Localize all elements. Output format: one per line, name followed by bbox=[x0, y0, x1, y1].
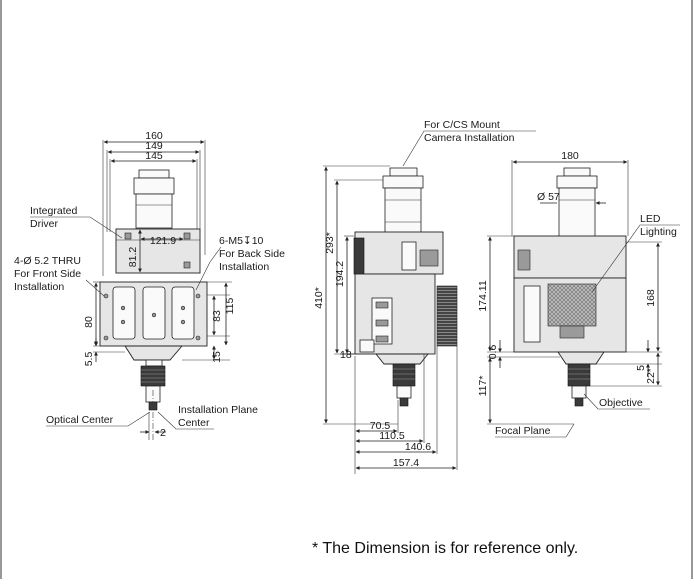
dim-293: 293* bbox=[324, 232, 336, 254]
dim-0-6: 0.6 bbox=[487, 345, 499, 360]
side-view: For C/CS Mount Camera Installation bbox=[313, 119, 536, 474]
dim-168: 168 bbox=[645, 289, 657, 307]
dim-2: 2 bbox=[160, 427, 166, 439]
label-front-installation: Installation bbox=[14, 281, 64, 293]
dim-410: 410* bbox=[313, 287, 325, 309]
dim-157-4: 157.4 bbox=[393, 457, 419, 469]
dim-width-145: 145 bbox=[145, 150, 163, 162]
label-back-installation: Installation bbox=[219, 261, 269, 273]
dim-width-149: 149 bbox=[145, 140, 163, 152]
dim-140-6: 140.6 bbox=[405, 441, 431, 453]
dim-5: 5 bbox=[635, 365, 647, 371]
dim-18: 18 bbox=[340, 349, 352, 361]
label-integrated: Integrated bbox=[30, 205, 77, 217]
front-view: 160 149 145 121.9 81.2 bbox=[14, 130, 285, 440]
dim-dia-57: Ø 57 bbox=[537, 191, 560, 203]
dim-70-5: 70.5 bbox=[370, 420, 391, 432]
dim-110-5: 110.5 bbox=[379, 430, 405, 442]
label-optical-center: Optical Center bbox=[46, 414, 114, 426]
dim-80: 80 bbox=[83, 316, 95, 328]
footnote: * The Dimension is for reference only. bbox=[312, 540, 579, 557]
label-thru-holes: 4-Ø 5.2 THRU bbox=[14, 255, 81, 267]
dim-22: 22* bbox=[645, 368, 657, 384]
label-back-holes: 6-M5↧10 bbox=[219, 235, 264, 247]
label-lighting: Lighting bbox=[640, 226, 677, 238]
dim-83: 83 bbox=[211, 310, 223, 322]
dim-width-160: 160 bbox=[145, 130, 163, 142]
label-front-side: For Front Side bbox=[14, 268, 81, 280]
dim-115: 115 bbox=[224, 297, 236, 314]
label-mount: For C/CS Mount bbox=[424, 119, 500, 131]
label-back-side: For Back Side bbox=[219, 248, 285, 260]
dim-81-2: 81.2 bbox=[127, 247, 139, 268]
dim-174-11: 174.11 bbox=[477, 280, 489, 311]
dim-117: 117* bbox=[477, 376, 489, 397]
dim-194-2: 194.2 bbox=[334, 261, 346, 287]
label-driver: Driver bbox=[30, 218, 59, 230]
back-view: 180 Ø 57 LED Lighting 174.11 0.6 bbox=[477, 150, 680, 438]
label-camera-installation: Camera Installation bbox=[424, 132, 515, 144]
dim-5-5: 5.5 bbox=[83, 352, 95, 367]
label-focal-plane: Focal Plane bbox=[495, 425, 551, 437]
dim-15: 15 bbox=[211, 351, 223, 363]
dim-width-180: 180 bbox=[561, 150, 579, 162]
label-objective: Objective bbox=[599, 397, 643, 409]
label-installation-plane: Installation Plane bbox=[178, 404, 258, 416]
label-led: LED bbox=[640, 213, 661, 225]
dim-121-9: 121.9 bbox=[150, 235, 176, 247]
label-installation-center: Center bbox=[178, 417, 210, 429]
